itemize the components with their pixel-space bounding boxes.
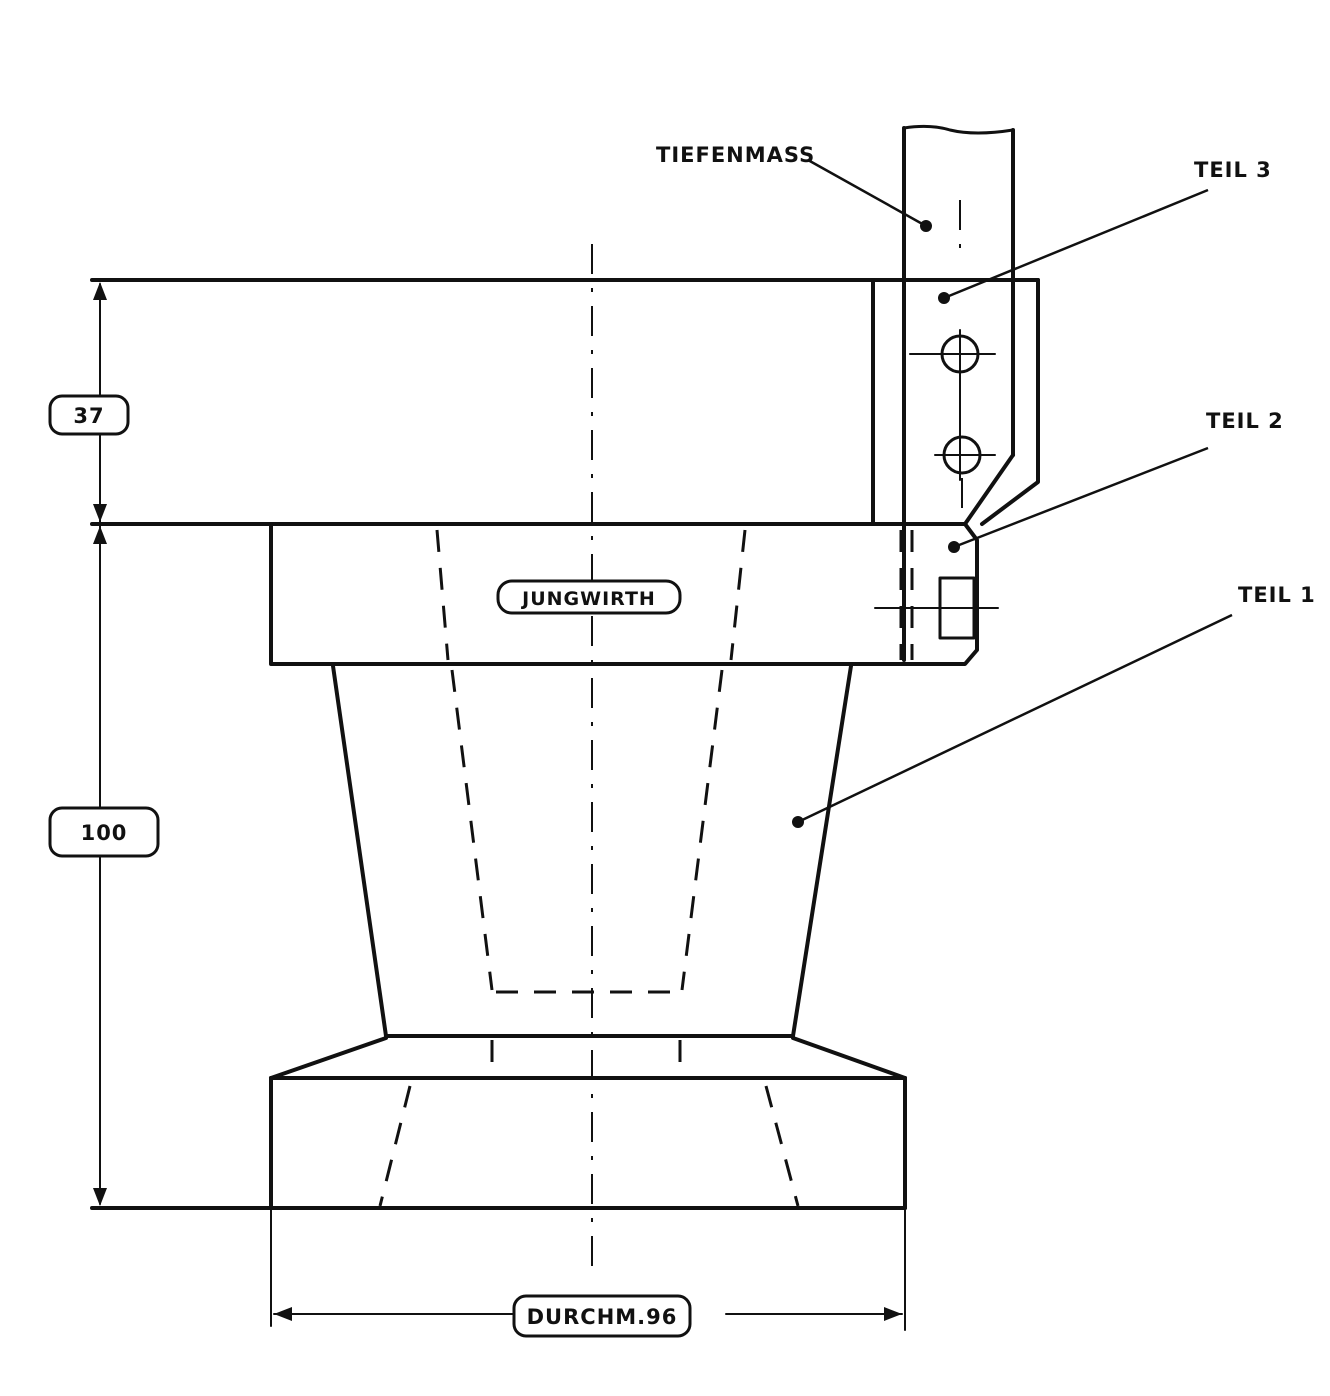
dim-text-37: 37: [73, 404, 104, 428]
label-teil3: TEIL 3: [1194, 158, 1272, 182]
dim-box-37: [48, 394, 130, 436]
vertical-dimensions: [93, 282, 107, 1206]
leader-dot-teil3: [938, 292, 950, 304]
depth-gauge-rod: [902, 124, 1015, 662]
diameter-dimension: [270, 1209, 906, 1331]
part3-bracket: [871, 278, 1040, 526]
leader-dot-tiefenmass: [920, 220, 932, 232]
leader-lines: [792, 158, 1233, 828]
flange-part2: [269, 522, 999, 666]
dim-text-diameter: DURCHM.96: [527, 1305, 678, 1329]
dim-box-diameter: [512, 1294, 692, 1338]
conical-body-part1: [331, 664, 853, 1038]
label-teil2: TEIL 2: [1206, 409, 1284, 433]
brand-plate: [496, 579, 682, 615]
leader-dot-teil2: [948, 541, 960, 553]
dim-text-100: 100: [81, 821, 128, 845]
top-section-outline: [90, 278, 1040, 526]
label-tiefenmass: TIEFENMASS: [656, 143, 815, 167]
base: [90, 1036, 907, 1210]
brand-label: JUNGWIRTH: [520, 588, 656, 610]
dim-box-100: [48, 806, 160, 858]
label-teil1: TEIL 1: [1238, 583, 1316, 607]
leader-dot-teil1: [792, 816, 804, 828]
